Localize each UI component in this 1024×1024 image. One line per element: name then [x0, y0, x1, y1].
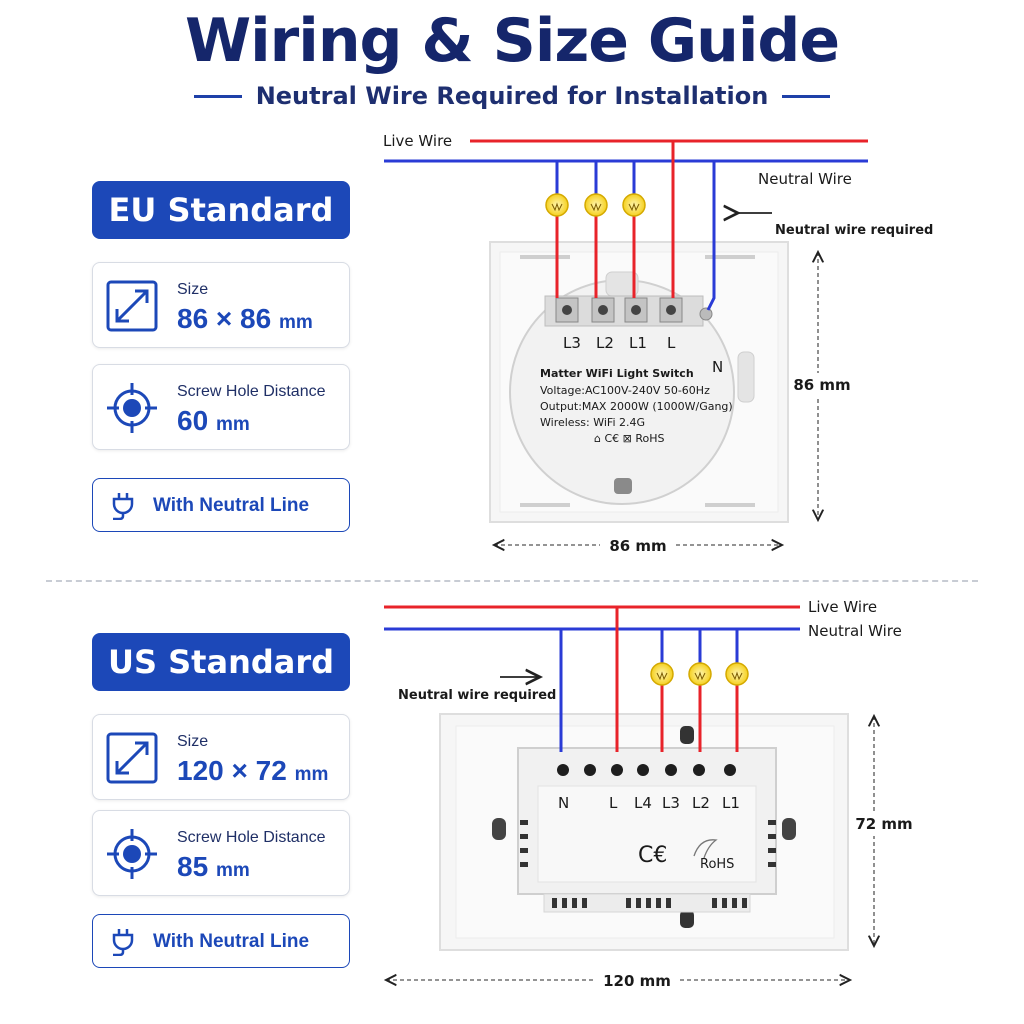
light-bulb-icon [725, 662, 749, 686]
us-screw-value: 85 mm [177, 851, 250, 882]
us-neutral-wire-label: Neutral Wire [808, 622, 902, 640]
eu-size-card: Size 86 × 86 mm [92, 262, 350, 348]
eu-standard-badge: EU Standard [92, 181, 350, 239]
crosshair-target-icon [107, 383, 157, 433]
us-neutral-required-label: Neutral wire required [398, 688, 556, 703]
plug-icon [112, 493, 134, 520]
us-terminal-label: L2 [692, 794, 710, 812]
eu-size-value: 86 × 86 mm [177, 303, 313, 334]
us-terminal-label: N [558, 794, 569, 812]
eu-cert-marks: ⌂ C€ ⊠ RoHS [594, 432, 665, 445]
us-neutral-label: With Neutral Line [153, 931, 310, 952]
page-subtitle: Neutral Wire Required for Installation [255, 82, 769, 110]
light-bulb-icon [650, 662, 674, 686]
us-wiring-diagram: Live Wire Neutral Wire Neutral wire requ… [384, 598, 914, 992]
eu-neutral-card: With Neutral Line [92, 478, 350, 532]
subtitle-dash-left [193, 94, 242, 98]
light-bulb-icon [622, 193, 646, 217]
eu-live-wire-label: Live Wire [383, 132, 452, 150]
us-terminal-label: L3 [662, 794, 680, 812]
subtitle-row: Neutral Wire Required for Installation [0, 82, 1024, 110]
eu-terminal-label: L1 [629, 334, 647, 352]
eu-terminal-label: N [712, 358, 723, 376]
eu-device-title: Matter WiFi Light Switch [540, 367, 694, 380]
eu-width-dimension: 86 mm [609, 537, 666, 555]
us-terminal-block [557, 764, 736, 776]
eu-screw-value: 60 mm [177, 405, 250, 436]
crosshair-target-icon [107, 829, 157, 879]
subtitle-dash-right [782, 94, 831, 98]
eu-neutral-wire-label: Neutral Wire [758, 170, 852, 188]
rohs-mark: RoHS [700, 857, 734, 872]
eu-screw-card: Screw Hole Distance 60 mm [92, 364, 350, 450]
eu-wireless-text: Wireless: WiFi 2.4G [540, 416, 645, 429]
eu-output-text: Output:MAX 2000W (1000W/Gang) [540, 400, 733, 413]
us-size-card: Size 120 × 72 mm [92, 714, 350, 800]
eu-neutral-label: With Neutral Line [153, 495, 310, 516]
us-terminal-label: L4 [634, 794, 652, 812]
eu-voltage-text: Voltage:AC100V-240V 50-60Hz [540, 384, 710, 397]
us-terminal-label: L1 [722, 794, 740, 812]
resize-arrows-icon [106, 732, 158, 784]
us-width-dimension: 120 mm [603, 972, 671, 990]
eu-terminal-label: L [667, 334, 676, 352]
us-live-wire-label: Live Wire [808, 598, 877, 616]
plug-icon [112, 929, 134, 956]
us-size-label: Size [177, 733, 209, 750]
light-bulb-icon [545, 193, 569, 217]
us-size-value: 120 × 72 mm [177, 755, 329, 786]
us-neutral-card: With Neutral Line [92, 914, 350, 968]
eu-screw-label: Screw Hole Distance [177, 383, 326, 400]
page-title: Wiring & Size Guide [184, 6, 840, 76]
ce-mark: C€ [638, 843, 667, 868]
us-terminal-label: L [609, 794, 618, 812]
leaf-icon [693, 839, 718, 859]
eu-neutral-required-label: Neutral wire required [775, 223, 933, 238]
eu-terminal-label: L3 [563, 334, 581, 352]
us-height-dimension: 72 mm [855, 815, 912, 833]
eu-wiring-diagram: Live Wire Neutral Wire Neutral wire requ… [383, 132, 933, 556]
light-bulb-icon [688, 662, 712, 686]
eu-height-dimension: 86 mm [793, 376, 850, 394]
light-bulb-icon [584, 193, 608, 217]
us-screw-card: Screw Hole Distance 85 mm [92, 810, 350, 896]
eu-terminal-label: L2 [596, 334, 614, 352]
eu-neutral-drop [706, 161, 716, 311]
resize-arrows-icon [106, 280, 158, 332]
us-standard-badge: US Standard [92, 633, 350, 691]
us-screw-label: Screw Hole Distance [177, 829, 326, 846]
section-divider [46, 580, 978, 582]
eu-size-label: Size [177, 281, 209, 298]
eu-terminal-block [555, 297, 713, 323]
